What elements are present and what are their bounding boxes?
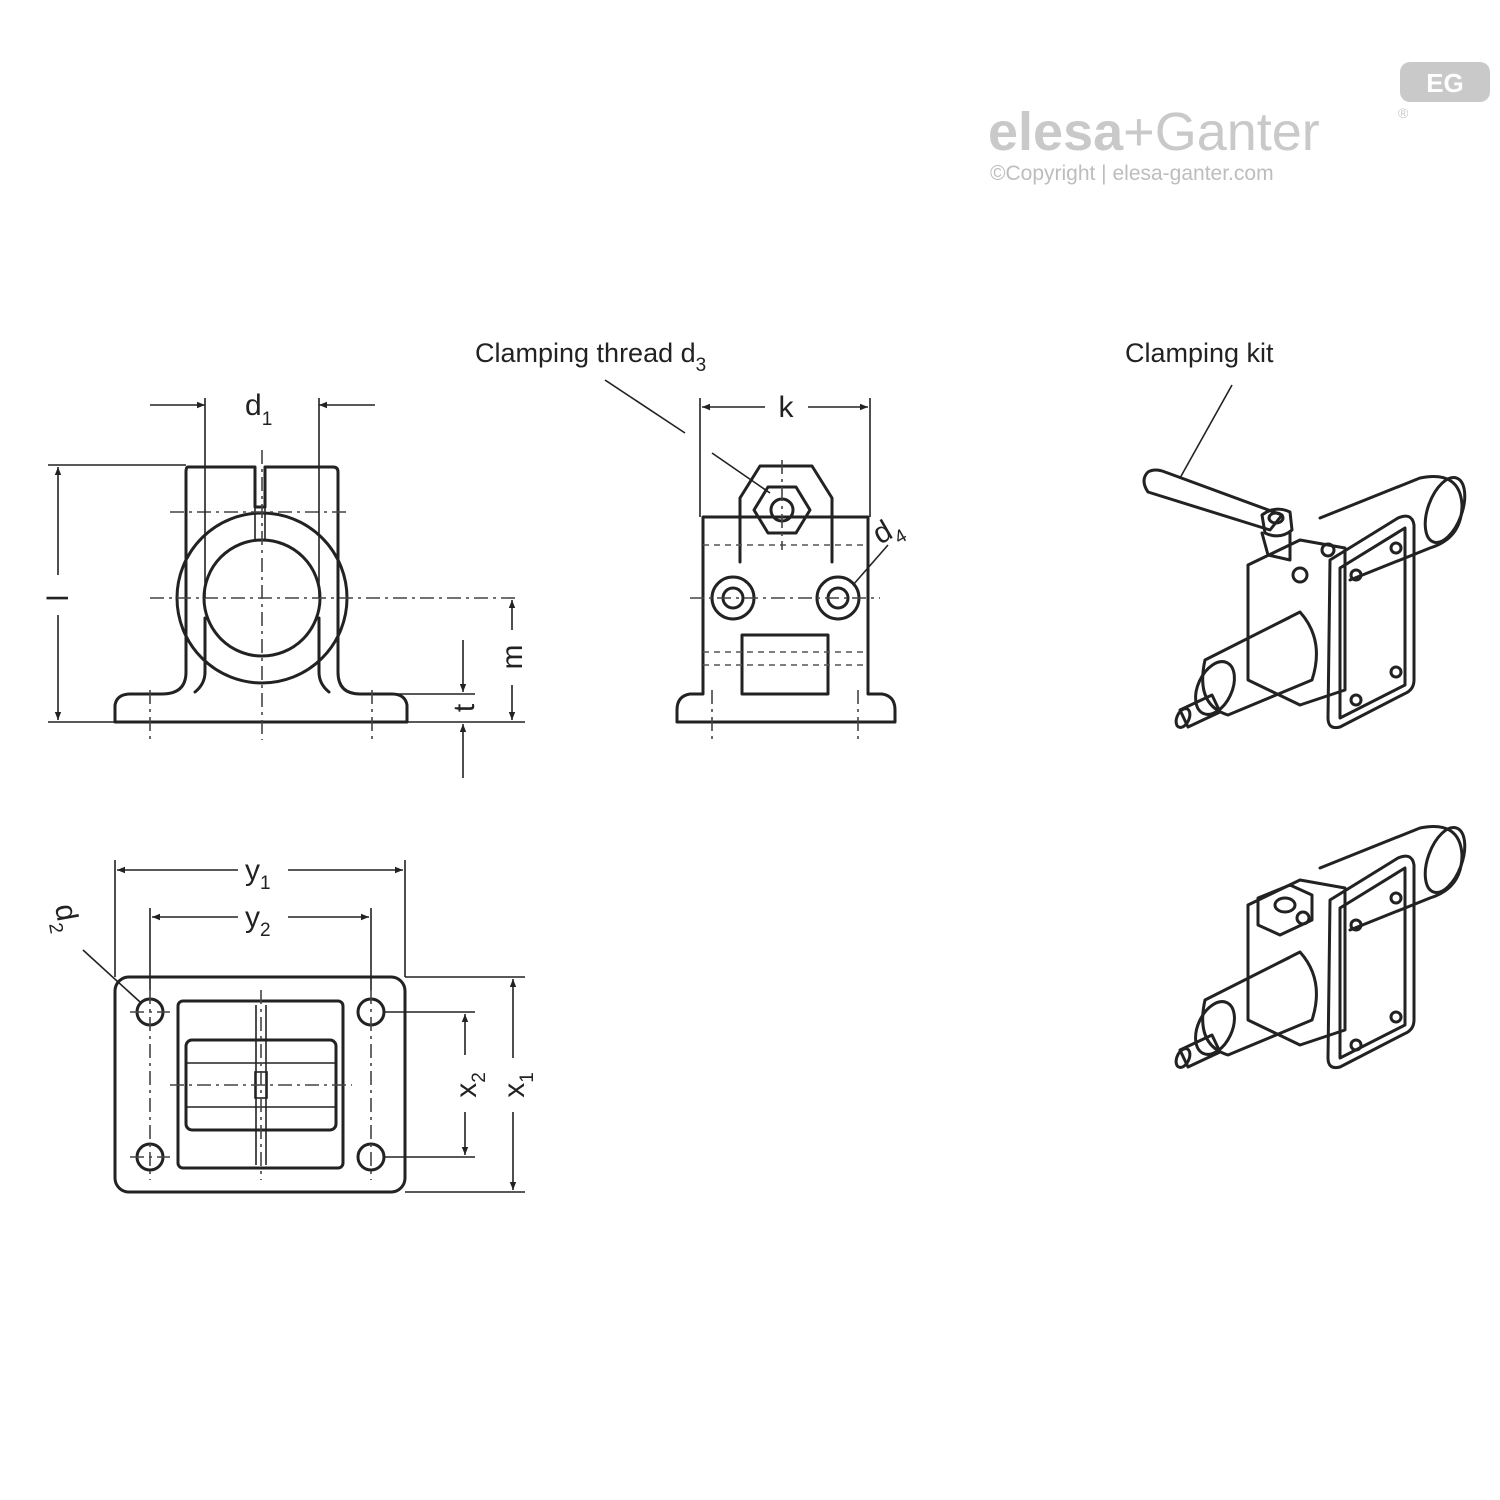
iso2-body-hole (1295, 910, 1311, 926)
iso2-boss-nut (1273, 896, 1297, 914)
iso2-clamp-body (1246, 878, 1347, 1047)
iso1-base-plate (1326, 514, 1416, 730)
iso1-tube-groove (1264, 617, 1291, 631)
side-view-clamp-boss (738, 464, 834, 564)
logo-badge-text: EG (1426, 68, 1464, 98)
clamping-thread-leader-2 (711, 452, 771, 494)
iso2-shaft-end (1174, 1047, 1192, 1069)
iso2-plate-hole-4 (1389, 1010, 1403, 1024)
dim-m-label: m (496, 645, 529, 670)
dim-t-label: t (448, 703, 481, 712)
logo-copyright: ©Copyright | elesa-ganter.com (990, 162, 1274, 185)
iso2-clamp-boss (1256, 883, 1314, 937)
iso1-base-plate-edge (1338, 526, 1407, 720)
iso1-lever-hub (1260, 507, 1294, 538)
iso1-lever-handle (1142, 468, 1284, 532)
isometric-view-without-clamping-kit (1174, 825, 1467, 1070)
iso1-lever-screw (1267, 511, 1285, 525)
iso1-body-hole-2 (1320, 542, 1336, 558)
iso1-rod-end (1423, 476, 1467, 544)
front-view-body (113, 465, 409, 724)
callout-clamping-thread: Clamping thread d3 (475, 338, 706, 376)
iso2-plate-hole-3 (1349, 1038, 1363, 1052)
clamping-thread-leader-1 (604, 379, 686, 434)
iso2-shaft (1178, 1033, 1222, 1069)
d4-leader (852, 544, 889, 586)
iso1-shaft (1178, 693, 1222, 729)
iso1-plate-hole-1 (1349, 568, 1363, 582)
iso1-clamp-body (1246, 538, 1347, 707)
front-view: d1 l m t (42, 389, 529, 778)
dim-k-label: k (779, 391, 795, 424)
iso1-rod-upper (1318, 475, 1464, 582)
iso1-lower-tube-end (1194, 660, 1236, 716)
callout-clamping-kit: Clamping kit (1125, 338, 1274, 368)
iso1-shaft-end (1174, 707, 1192, 729)
isometric-view-with-clamping-kit: Clamping kit (1125, 338, 1467, 730)
logo-wordmark-plus: + (1123, 102, 1155, 162)
front-view-inner-wall-left (193, 616, 207, 694)
logo-badge-box (1400, 62, 1490, 102)
front-view-inner-wall-right (317, 616, 331, 694)
iso2-base-plate-edge (1338, 866, 1407, 1060)
iso1-plate-hole-4 (1389, 665, 1403, 679)
iso1-body-hole (1291, 566, 1309, 584)
iso1-plate-hole-3 (1349, 693, 1363, 707)
side-view-body (675, 515, 897, 724)
iso2-plate-hole-1 (1349, 918, 1363, 932)
iso1-plate-hole-2 (1389, 541, 1403, 555)
dim-x2-label: x2 (450, 1072, 490, 1098)
clamping-kit-leader (1179, 384, 1233, 479)
logo-registered: ® (1398, 105, 1409, 121)
logo-wordmark-right: Ganter (1155, 102, 1320, 162)
dim-d1-label: d1 (245, 389, 272, 430)
iso2-rod-end (1423, 826, 1467, 894)
side-view-hex-nut (752, 485, 812, 535)
iso1-lever-stem (1260, 530, 1292, 562)
dim-y1-label: y1 (245, 854, 271, 894)
iso2-plate-hole-2 (1389, 891, 1403, 905)
logo-wordmark: elesa+Ganter (988, 102, 1320, 162)
logo-wordmark-left: elesa (988, 102, 1124, 162)
iso2-tube-groove (1264, 957, 1291, 971)
top-view: y1 y2 d2 x2 x1 (41, 854, 538, 1194)
dim-x1-label: x1 (498, 1072, 538, 1098)
dim-l-label: l (42, 595, 75, 602)
iso2-lower-tube-end (1194, 1000, 1236, 1056)
d2-leader (82, 949, 141, 1003)
brand-logo: EG elesa+Ganter ® ©Copyright | elesa-gan… (988, 62, 1490, 185)
dim-d2-label: d2 (41, 901, 85, 935)
iso1-lower-tube (1201, 610, 1318, 717)
iso2-lower-tube (1201, 950, 1318, 1057)
dim-y2-label: y2 (245, 901, 271, 941)
top-view-base-plate (113, 975, 407, 1194)
side-view: k Clamping thread d3 d4 (475, 338, 911, 740)
iso2-base-plate (1326, 854, 1416, 1070)
dim-d4-label: d4 (867, 509, 911, 557)
